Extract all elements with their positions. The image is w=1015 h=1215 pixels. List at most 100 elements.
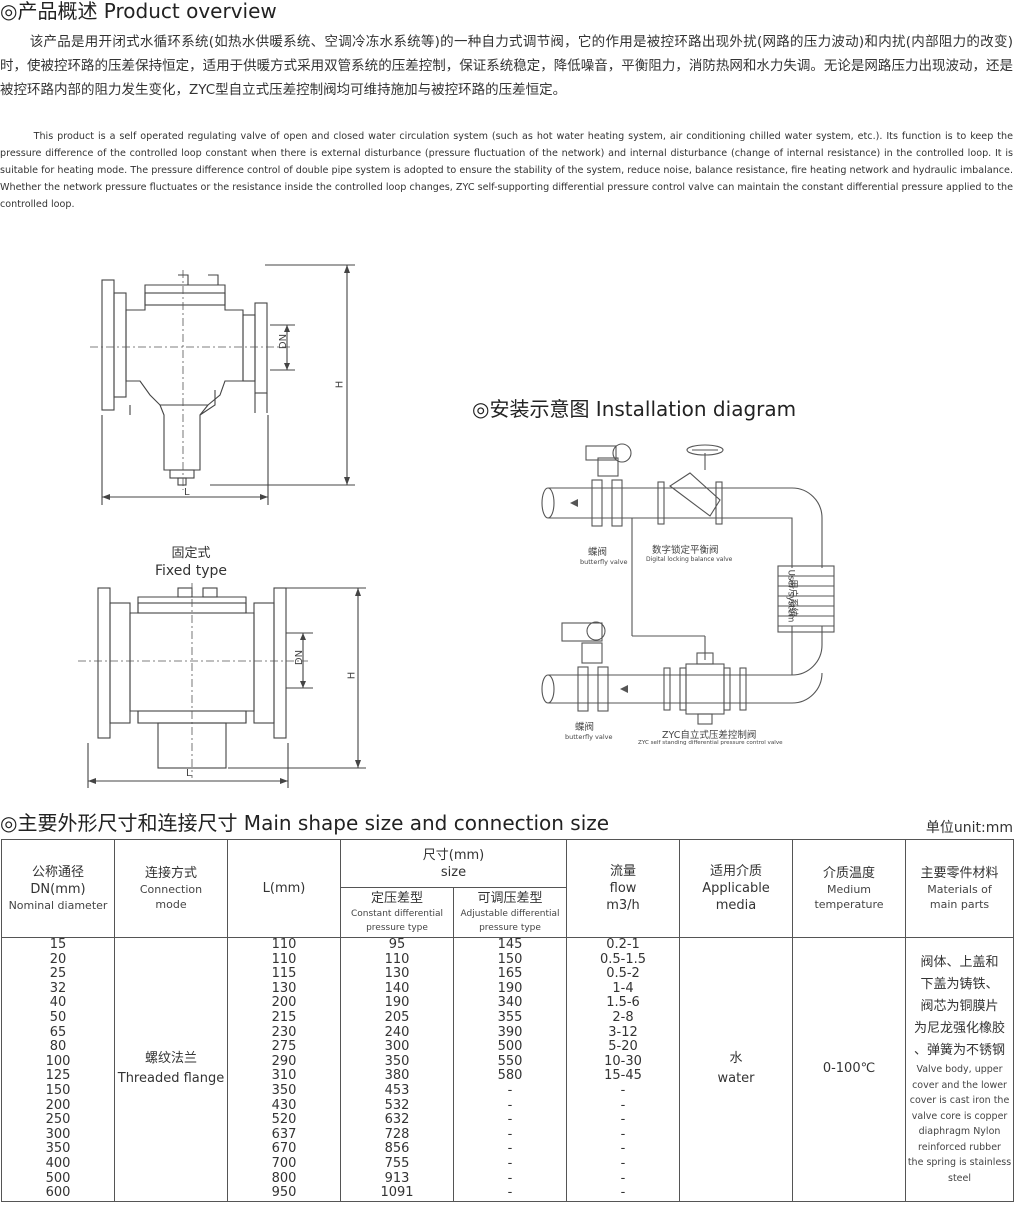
cell-adj: - [452, 1185, 568, 1202]
installation-diagram [541, 443, 835, 725]
balance-valve-cn: 数字锁定平衡阀 [652, 545, 719, 556]
cell-adj: 145 [452, 937, 568, 953]
header-medium-temperature: 介质温度 Medium temperature [792, 839, 907, 938]
cell-dn: 20 [1, 952, 115, 968]
temperature-cell: 0-100℃ [792, 937, 907, 1202]
cell-adj: - [452, 1127, 568, 1143]
cell-adj: 355 [452, 1010, 568, 1026]
cell-l: 230 [227, 1025, 341, 1041]
cell-adj: - [452, 1083, 568, 1099]
dn-label-2: DN [294, 649, 306, 666]
cell-dn: 100 [1, 1054, 115, 1070]
cell-const: 856 [340, 1142, 454, 1157]
butterfly-valve-bottom-cn: 蝶阀 [575, 722, 595, 733]
h-label-1: H [334, 380, 346, 389]
cell-dn: 200 [1, 1098, 115, 1114]
cell-dn: 350 [1, 1142, 115, 1157]
cell-const: 140 [340, 981, 454, 997]
cell-l: 800 [227, 1171, 341, 1187]
cell-l: 215 [227, 1010, 341, 1026]
cell-flow: - [566, 1156, 681, 1172]
valve-drawing-adjustable [90, 264, 355, 505]
cell-flow: - [566, 1127, 681, 1143]
header-nominal-diameter: 公称通径 DN(mm) Nominal diameter [1, 839, 115, 938]
cell-dn: 300 [1, 1127, 115, 1143]
cell-adj: 190 [452, 981, 568, 997]
dn-label-1: DN [278, 333, 290, 350]
l-label-2: L [186, 768, 192, 779]
cell-adj: - [452, 1156, 568, 1172]
cell-l: 520 [227, 1113, 341, 1128]
size-table: 公称通径 DN(mm) Nominal diameter 连接方式 Connec… [1, 839, 1015, 1202]
cell-flow: 5-20 [566, 1040, 681, 1055]
cell-adj: 150 [452, 952, 568, 968]
cell-dn: 15 [1, 937, 115, 953]
cell-l: 637 [227, 1127, 341, 1143]
cell-dn: 600 [1, 1185, 115, 1202]
cell-flow: 15-45 [566, 1069, 681, 1084]
cell-adj: 580 [452, 1069, 568, 1084]
cell-dn: 250 [1, 1113, 115, 1128]
cell-l: 950 [227, 1185, 341, 1202]
cell-l: 430 [227, 1098, 341, 1114]
butterfly-valve-top-en: butterfly valve [580, 558, 628, 566]
h-label-2: H [346, 671, 358, 680]
zyc-valve-en: ZYC self standing differential pressure … [638, 740, 783, 746]
header-connection-mode: 连接方式 Connection mode [114, 839, 228, 938]
cell-dn: 400 [1, 1156, 115, 1172]
cell-l: 200 [227, 996, 341, 1011]
cell-flow: - [566, 1083, 681, 1099]
header-adjustable-type: 可调压差型 Adjustable differential pressure t… [452, 887, 568, 938]
cell-adj: - [452, 1098, 568, 1114]
cell-const: 1091 [340, 1185, 454, 1202]
cell-l: 110 [227, 952, 341, 968]
l-label-1: L [184, 487, 190, 498]
cell-const: 240 [340, 1025, 454, 1041]
cell-const: 632 [340, 1113, 454, 1128]
fixed-type-cn-label: 固定式 [171, 546, 211, 561]
cell-const: 913 [340, 1171, 454, 1187]
cell-l: 115 [227, 967, 341, 982]
cell-flow: 3-12 [566, 1025, 681, 1041]
cell-l: 670 [227, 1142, 341, 1157]
overview-title: ◎产品概述 Product overview [0, 0, 277, 23]
header-length: L(mm) [227, 839, 341, 938]
unit-label: 单位unit:mm [925, 820, 1013, 836]
cell-l: 350 [227, 1083, 341, 1099]
cell-const: 728 [340, 1127, 454, 1143]
header-size: 尺寸(mm) size [339, 839, 568, 888]
butterfly-valve-top-cn: 蝶阀 [588, 547, 608, 558]
header-constant-type: 定压差型 Constant differential pressure type [340, 887, 454, 938]
user-system-en: User system [785, 569, 796, 623]
cell-dn: 150 [1, 1083, 115, 1099]
cell-flow: - [566, 1171, 681, 1187]
cell-l: 130 [227, 981, 341, 997]
fixed-type-en-label: Fixed type [154, 563, 227, 579]
cell-adj: 165 [452, 967, 568, 982]
cell-const: 350 [340, 1054, 454, 1070]
cell-adj: 550 [452, 1054, 568, 1070]
cell-dn: 80 [1, 1040, 115, 1055]
cell-flow: 0.2-1 [566, 937, 681, 953]
cell-dn: 65 [1, 1025, 115, 1041]
cell-const: 755 [340, 1156, 454, 1172]
overview-chinese-text: 该产品是用开闭式水循环系统(如热水供暖系统、空调冷冻水系统等)的一种自力式调节阀… [0, 34, 1013, 98]
cell-flow: 2-8 [566, 1010, 681, 1026]
cell-flow: 0.5-2 [566, 967, 681, 982]
size-table-title: ◎主要外形尺寸和连接尺寸 Main shape size and connect… [0, 811, 610, 835]
